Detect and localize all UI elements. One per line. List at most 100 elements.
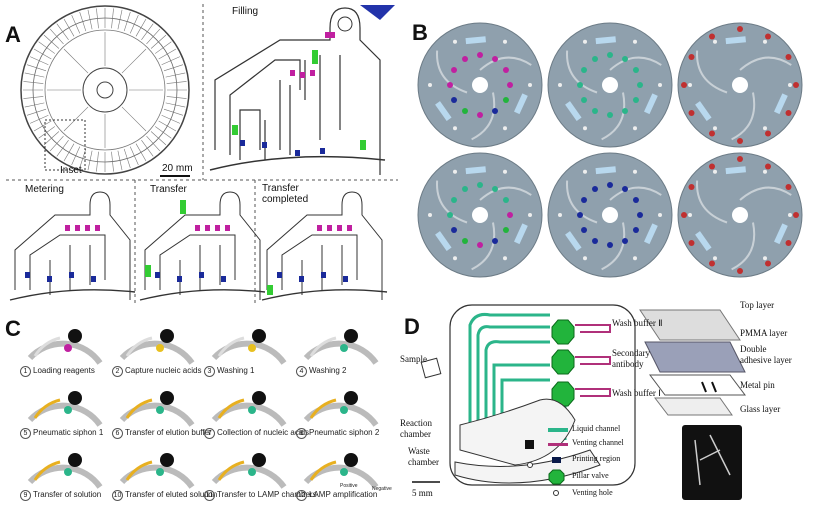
secondary-antibody-label-1: Secondary [612,348,650,358]
step-text: Transfer of eluted solution [125,490,218,499]
transfer-label: Transfer [150,184,187,195]
panel-d-label: D [404,314,420,339]
scale-bar-label: 20 mm [162,163,193,174]
double-adhesive-label-2: adhesive layer [740,355,792,365]
step-number: 6 [112,428,123,439]
glass-layer-label: Glass layer [740,404,781,414]
wash-buffer-2-label: Wash buffer Ⅱ [612,318,663,328]
step-number: 11 [204,490,215,501]
transfer-completed-label-2: completed [262,194,309,205]
filling-label: Filling [232,6,259,17]
filling-chip [209,7,386,175]
step-text: Transfer to LAMP chambers [217,490,317,499]
step-5-diagram [27,391,103,427]
mini-chip [9,191,136,301]
pillar-valves [551,319,575,407]
disc-6 [677,152,803,278]
legend-pillar: Pillar valve [572,471,609,480]
panel-a: A Filling 20 mm Inset Metering Transfer … [0,0,400,310]
wash-buffer-1-label: Wash buffer Ⅰ [612,388,661,398]
step-text: Transfer of elution buffer [125,428,212,437]
panel-a-drawing [6,4,398,305]
step-number: 1 [20,366,31,377]
panel-b: B [400,0,817,300]
scale-label: 5 mm [412,488,433,498]
step-1-diagram [27,329,103,365]
step-text: Transfer of solution [33,490,102,499]
step-9-diagram [27,453,103,489]
legend-printing: Printing region [572,454,621,463]
disc-3 [677,22,803,148]
step-2-diagram [119,329,195,365]
centrifugal-disc [20,5,190,175]
disc-5 [547,152,673,278]
step-number: 3 [204,366,215,377]
step-number: 9 [20,490,31,501]
step-4-diagram [303,329,379,365]
step-number: 5 [20,428,31,439]
transfer-completed-label-1: Transfer [262,183,299,194]
legend-venting: Venting channel [572,438,624,447]
top-layer-label: Top layer [740,300,775,310]
metal-pin-label: Metal pin [740,380,775,390]
disc-1 [417,22,543,148]
mini-chip [139,191,266,301]
step-number: 10 [112,490,123,501]
step-6-diagram [119,391,195,427]
panel-b-label: B [412,20,428,45]
step-text: Pneumatic siphon 2 [309,428,380,437]
printing-region [525,440,534,449]
panel-c-steps [27,329,379,489]
step-number: 2 [112,366,123,377]
double-adhesive-label-1: Double [740,344,767,354]
step-number: 8 [296,428,307,439]
waste-chamber-label-1: Waste [408,446,430,456]
waste-chamber-label-2: chamber [408,457,439,467]
step-text: LAMP amplification [309,490,378,499]
pmma-layer-label: PMMA layer [740,328,788,338]
step-10-diagram [119,453,195,489]
reaction-chamber-label-2: chamber [400,429,431,439]
step-number: 12 [296,490,307,501]
secondary-antibody-label-2: antibody [612,359,644,369]
metering-label: Metering [25,184,64,195]
step-3-diagram [211,329,287,365]
negative-label: Negative [372,486,392,492]
step-11-diagram [211,453,287,489]
step-7-diagram [211,391,287,427]
step-text: Loading reagents [33,366,95,375]
sample-label: Sample [400,354,427,364]
panel-b-discs [417,22,803,278]
step-12-diagram [303,453,379,489]
legend [548,428,568,496]
step-text: Collection of nucleic acids [217,428,310,437]
panel-d-drawing [412,304,746,500]
step-number: 4 [296,366,307,377]
inset-label: Inset [60,165,82,176]
step-8-diagram [303,391,379,427]
disc-4 [417,152,543,278]
step-number: 7 [204,428,215,439]
step-text: Capture nucleic acids [125,366,202,375]
step-text: Washing 1 [217,366,255,375]
panel-a-label: A [5,22,21,47]
legend-liquid: Liquid channel [572,424,621,433]
panel-c-label: C [5,316,21,341]
reaction-chamber-label-1: Reaction [400,418,432,428]
legend-hole: Venting hole [572,488,613,497]
step-text: Pneumatic siphon 1 [33,428,104,437]
panel-d: D Wash buffer Ⅱ Secondary antibody Sampl… [400,300,817,516]
process-chips [9,191,388,301]
disc-2 [547,22,673,148]
